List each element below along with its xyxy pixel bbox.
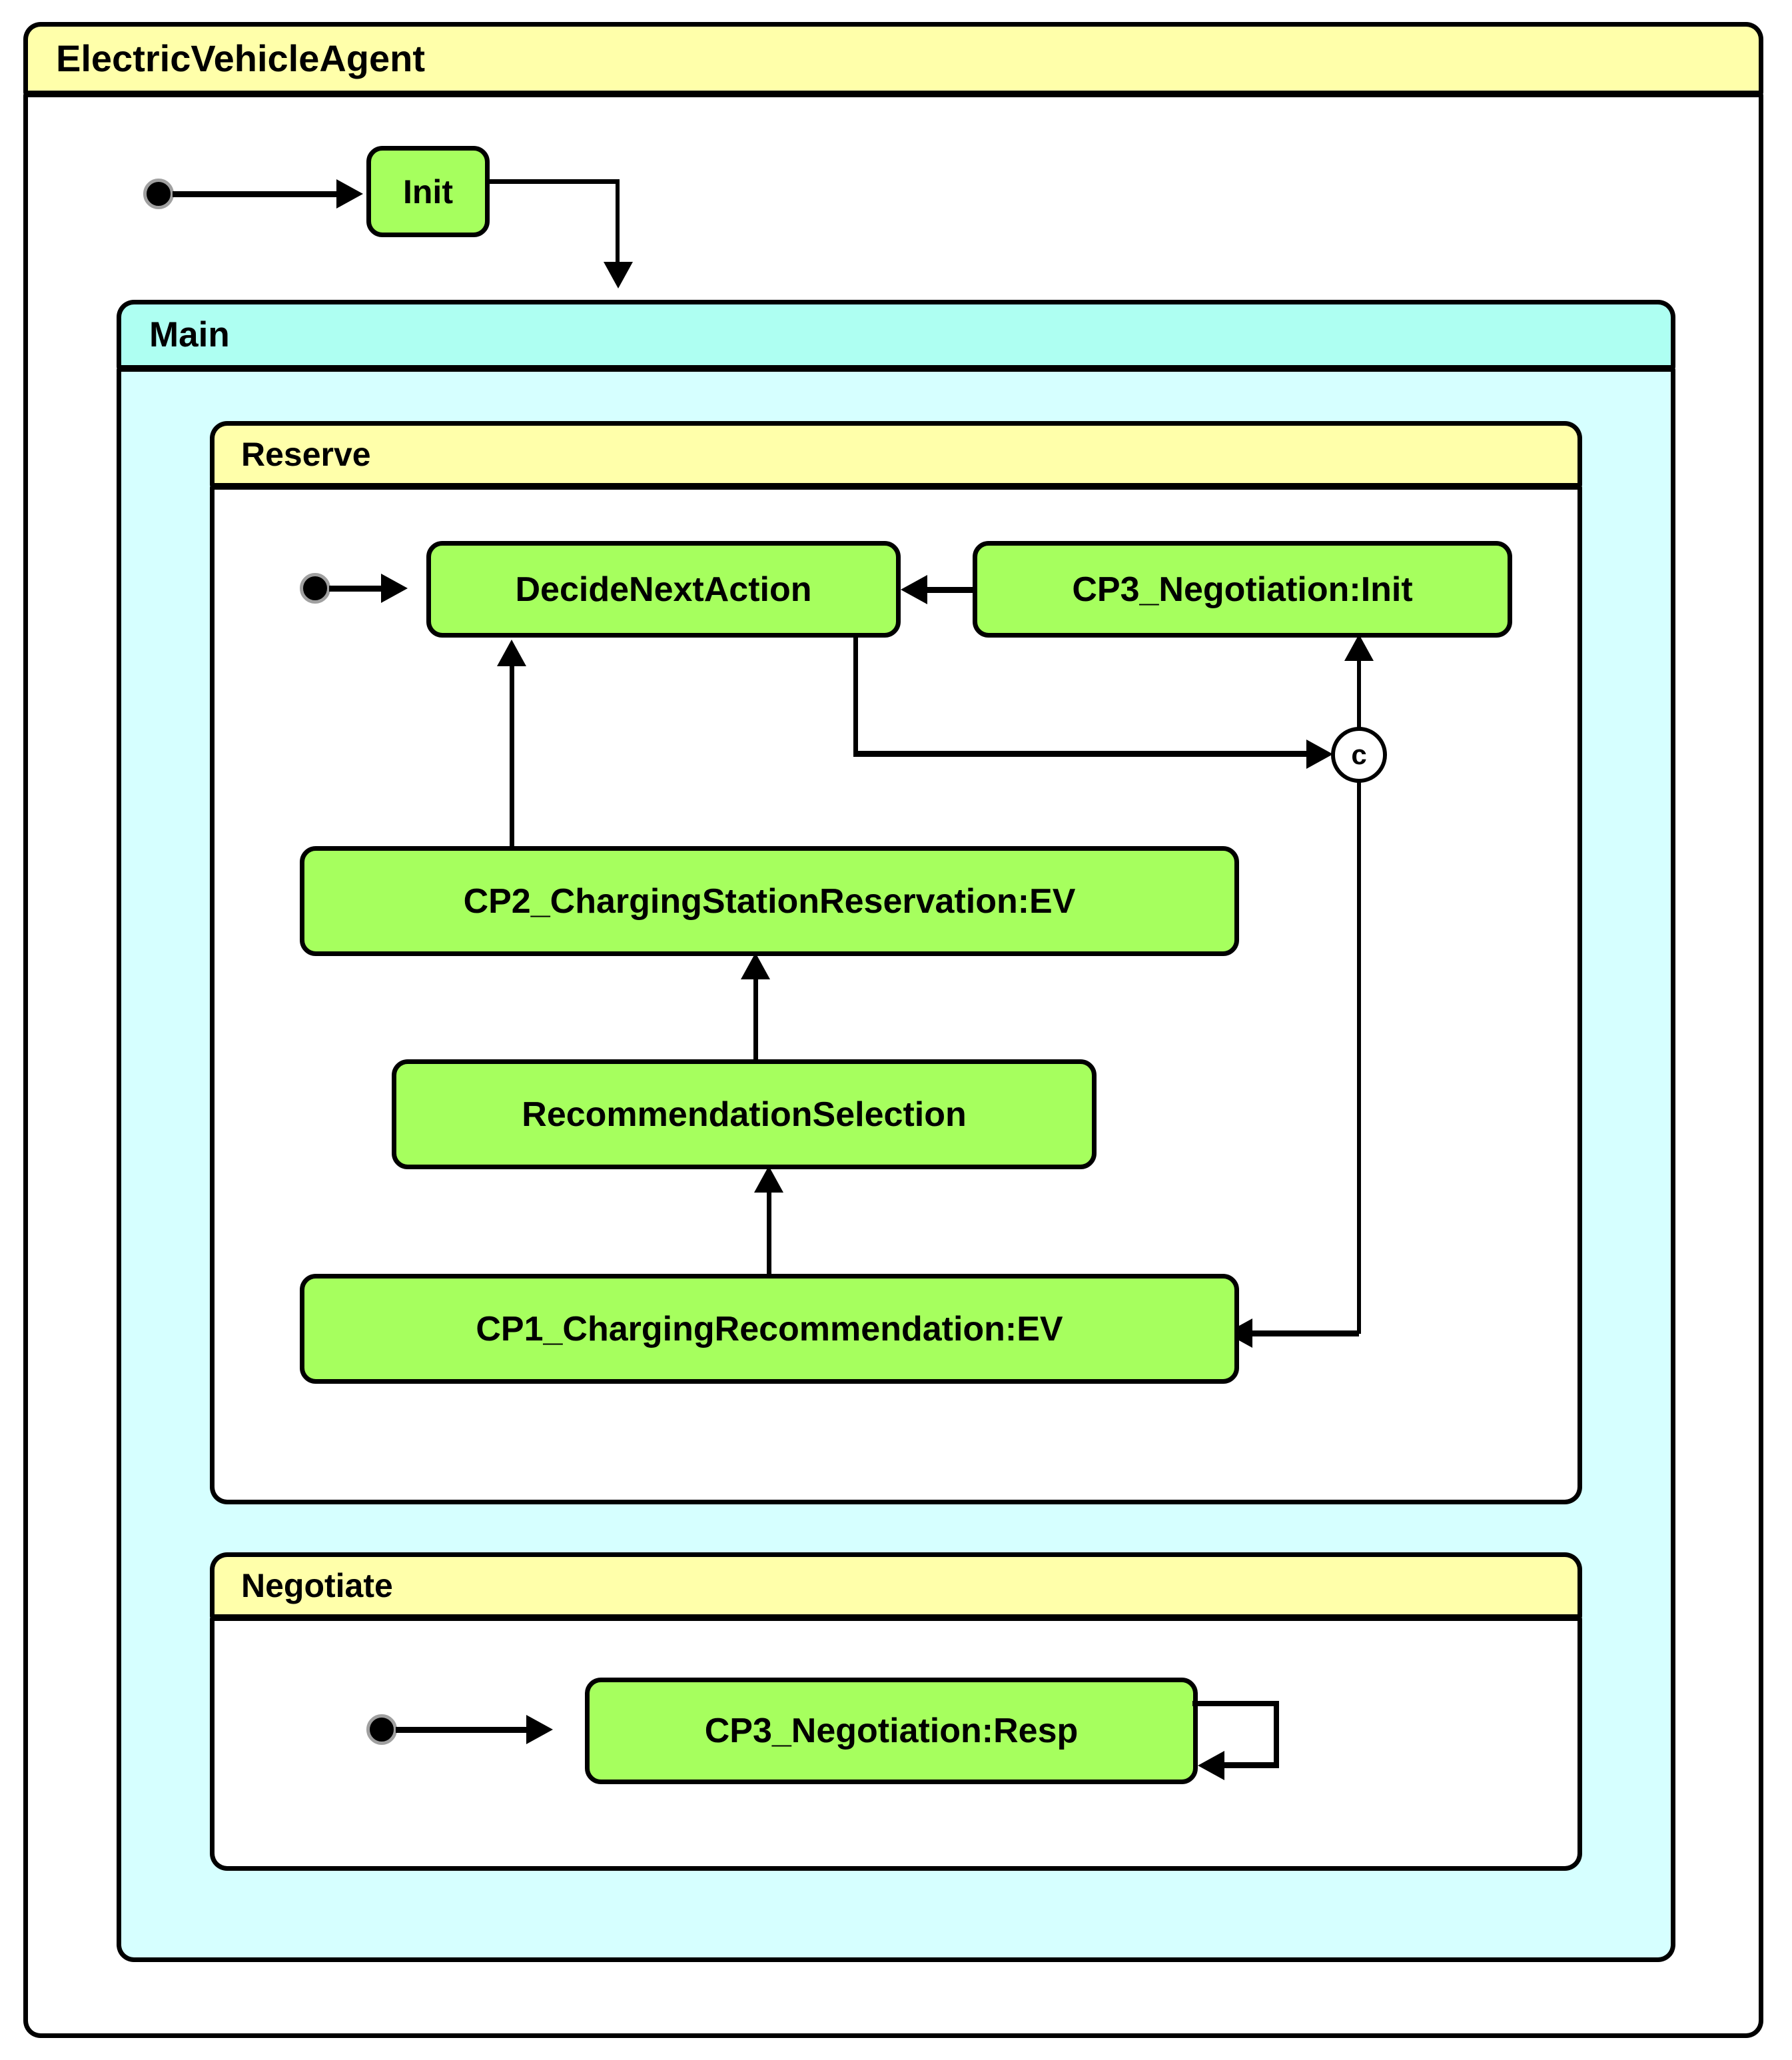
composite-state-header-electricvehicleagent: ElectricVehicleAgent: [23, 22, 1763, 95]
transition-choice-to-cp1-segment-v: [1357, 779, 1361, 1334]
state-cp3-negotiation-init[interactable]: CP3_Negotiation:Init: [973, 541, 1512, 638]
state-label-decidenextaction: DecideNextAction: [515, 570, 812, 609]
state-label-recommendationselection: RecommendationSelection: [522, 1095, 967, 1134]
transition-cp2-to-decide-line: [510, 666, 514, 847]
transition-choice-to-cp1-segment-h: [1252, 1330, 1359, 1336]
transition-initialnegotiate-to-cp3resp-line: [396, 1727, 529, 1733]
transition-cp3init-to-decide-line: [927, 587, 974, 593]
transition-initial-to-init-line: [173, 191, 339, 197]
state-label-cp1: CP1_ChargingRecommendation:EV: [476, 1309, 1063, 1348]
state-label-cp3-negotiation-init: CP3_Negotiation:Init: [1072, 570, 1413, 609]
transition-init-to-main-segment-v: [616, 179, 620, 266]
transition-recsel-to-cp2-arrowhead: [741, 953, 770, 979]
composite-state-header-negotiate: Negotiate: [210, 1552, 1582, 1619]
state-cp2-chargingstationreservation-ev[interactable]: CP2_ChargingStationReservation:EV: [300, 846, 1239, 956]
state-label-cp3-negotiation-resp: CP3_Negotiation:Resp: [704, 1712, 1079, 1750]
transition-recsel-to-cp2-line: [753, 979, 758, 1061]
transition-initial-to-init-arrowhead: [336, 179, 363, 209]
transition-cp1-to-recsel-arrowhead: [754, 1166, 783, 1193]
state-recommendationselection[interactable]: RecommendationSelection: [392, 1059, 1097, 1169]
choice-pseudostate-c[interactable]: c: [1331, 727, 1387, 783]
transition-initialreserve-to-decide-arrowhead: [381, 574, 408, 603]
initial-pseudostate-negotiate[interactable]: [366, 1714, 397, 1745]
transition-initialnegotiate-to-cp3resp-arrowhead: [526, 1715, 553, 1744]
composite-state-title-electricvehicleagent: ElectricVehicleAgent: [56, 37, 426, 79]
state-init[interactable]: Init: [366, 146, 490, 237]
transition-decide-to-choice-segment-h: [853, 751, 1320, 757]
composite-state-header-reserve: Reserve: [210, 421, 1582, 488]
choice-label-c: c: [1351, 739, 1367, 770]
state-label-cp2: CP2_ChargingStationReservation:EV: [463, 881, 1076, 921]
transition-cp3resp-self-segment-bottom: [1224, 1762, 1279, 1768]
transition-decide-to-choice-arrowhead: [1306, 740, 1333, 769]
transition-cp3init-to-decide-arrowhead: [901, 575, 927, 604]
transition-choice-to-cp3init-arrowhead: [1344, 634, 1374, 661]
transition-init-to-main-segment-h: [486, 179, 620, 184]
state-cp1-chargingrecommendation-ev[interactable]: CP1_ChargingRecommendation:EV: [300, 1274, 1239, 1384]
transition-choice-to-cp3init-line: [1357, 660, 1361, 730]
transition-cp3resp-self-segment-right: [1274, 1701, 1279, 1768]
composite-state-header-main: Main: [117, 300, 1675, 370]
composite-state-title-reserve: Reserve: [241, 436, 371, 473]
transition-cp1-to-recsel-line: [767, 1193, 771, 1275]
transition-initialreserve-to-decide-line: [329, 586, 382, 592]
transition-cp3resp-self-arrowhead: [1198, 1751, 1224, 1780]
composite-state-title-negotiate: Negotiate: [241, 1567, 393, 1604]
state-decidenextaction[interactable]: DecideNextAction: [426, 541, 901, 638]
composite-state-title-main: Main: [149, 315, 230, 354]
state-cp3-negotiation-resp[interactable]: CP3_Negotiation:Resp: [585, 1678, 1198, 1784]
transition-decide-to-choice-segment-v: [853, 636, 858, 756]
initial-pseudostate-reserve[interactable]: [300, 573, 330, 604]
transition-cp3resp-self-segment-top: [1192, 1701, 1279, 1706]
transition-init-to-main-arrowhead: [604, 262, 633, 288]
transition-cp2-to-decide-arrowhead: [497, 640, 526, 666]
initial-pseudostate-root[interactable]: [143, 179, 174, 209]
state-label-init: Init: [403, 173, 453, 211]
